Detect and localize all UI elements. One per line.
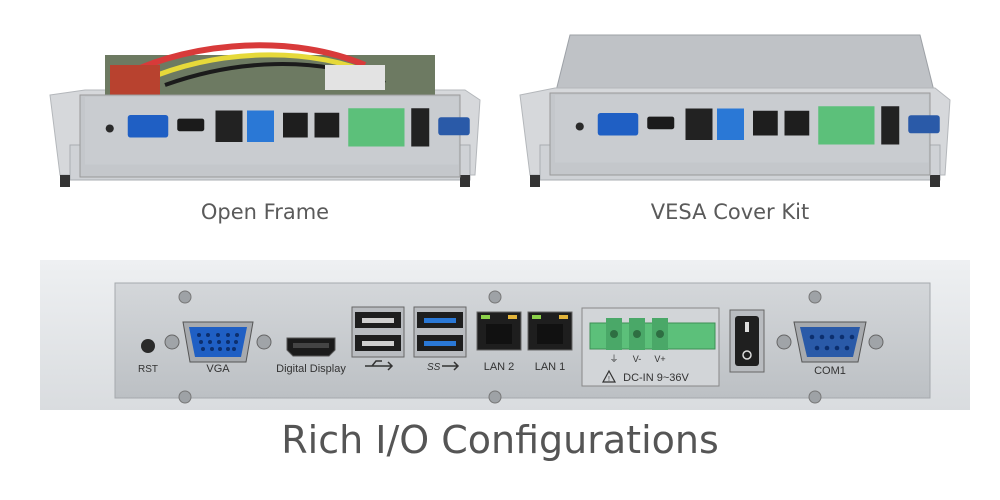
com1-port[interactable]: [776, 321, 884, 363]
vesa-cover-kit-caption: VESA Cover Kit: [650, 200, 810, 224]
com1-label: COM1: [814, 365, 846, 377]
warning-icon: !: [601, 369, 617, 383]
main-caption: Rich I/O Configurations: [281, 418, 719, 462]
open-frame-caption: Open Frame: [200, 200, 330, 224]
rst-label: RST: [138, 364, 158, 375]
svg-text:V-: V-: [633, 354, 642, 364]
open-frame-unit: [45, 35, 485, 195]
svg-text:⏚: ⏚: [609, 354, 618, 364]
usb2-ports[interactable]: [351, 306, 405, 358]
reset-button[interactable]: [141, 339, 155, 353]
digital-display-port[interactable]: [286, 337, 336, 357]
vga-label: VGA: [206, 363, 230, 375]
digital-display-label: Digital Display: [276, 363, 346, 375]
usb3-ports[interactable]: [413, 306, 467, 358]
usb-icon: [365, 360, 394, 371]
lan1-label: LAN 1: [535, 361, 566, 373]
lan1-port[interactable]: [527, 311, 573, 351]
vga-port[interactable]: [164, 321, 272, 363]
svg-text:V+: V+: [654, 354, 665, 364]
dc-in-terminal[interactable]: ⏚ V- V+: [581, 307, 720, 387]
usb-superspeed-icon: SS: [427, 361, 460, 373]
lan2-port[interactable]: [476, 311, 522, 351]
power-switch[interactable]: [729, 309, 765, 373]
svg-text:!: !: [608, 376, 610, 383]
vesa-cover-kit-unit: [515, 30, 955, 195]
svg-text:SS: SS: [427, 362, 441, 373]
dc-in-label: DC-IN 9~36V: [623, 372, 689, 384]
lan2-label: LAN 2: [484, 361, 515, 373]
